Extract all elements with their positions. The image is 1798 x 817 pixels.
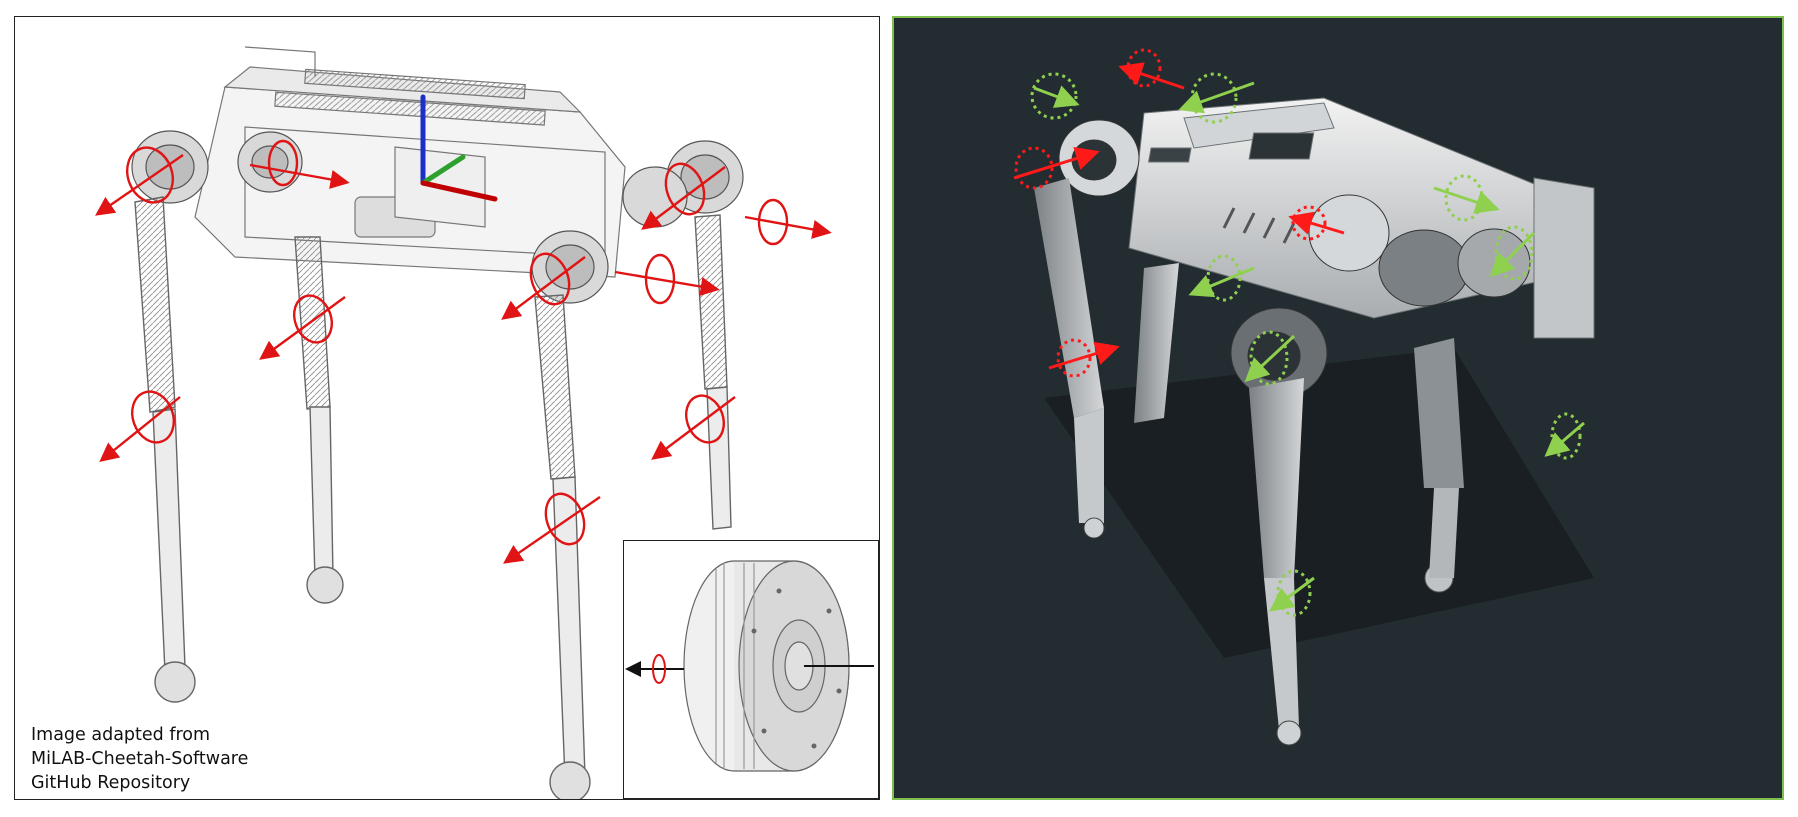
robot-body <box>194 46 626 278</box>
left-joint-axes <box>95 139 832 564</box>
axis-rear-right-knee <box>651 394 736 460</box>
axis-rear-left-hip <box>249 139 350 189</box>
red-axis-rear-left-hip <box>1118 48 1185 90</box>
floor-shadow <box>1044 348 1594 658</box>
green-axis-front-right-knee <box>1269 569 1315 617</box>
right-green-joint-axes <box>1030 72 1585 617</box>
red-axis-front-left-knee <box>1048 338 1120 378</box>
motor-inset <box>623 540 879 799</box>
axis-front-left-hip <box>95 146 184 216</box>
caption-line-3: GitHub Repository <box>31 773 191 793</box>
image-credit-caption: Image adapted from MiLAB-Cheetah-Softwar… <box>31 723 331 795</box>
red-axis-front-left-hip <box>1013 146 1100 190</box>
axis-rear-right-abduction <box>744 198 832 246</box>
axis-rear-right-hip <box>641 162 726 230</box>
left-panel-cad-drawing: Image adapted from MiLAB-Cheetah-Softwar… <box>14 16 880 800</box>
robot-3d-render <box>1013 48 1595 746</box>
right-red-joint-axes <box>1013 48 1345 378</box>
rear-legs <box>1134 263 1464 593</box>
green-axis-rear-right-hip <box>1433 174 1500 222</box>
green-axis-body-top <box>1178 72 1255 124</box>
caption-line-2: MiLAB-Cheetah-Software <box>31 749 249 769</box>
axis-front-right-thigh <box>614 253 720 305</box>
axis-front-right-knee <box>503 492 601 564</box>
green-axis-rear-right-knee <box>1544 412 1585 460</box>
green-axis-rear-left-top <box>1030 72 1080 120</box>
caption-line-1: Image adapted from <box>31 725 211 745</box>
green-axis-rear-right-thigh <box>1489 225 1536 281</box>
robot-line-drawing <box>95 46 832 799</box>
red-axis-mid-body <box>1288 205 1345 241</box>
green-axis-left-thigh <box>1188 254 1255 302</box>
green-axis-front-right-hip <box>1244 330 1296 386</box>
robot-legs <box>134 196 732 799</box>
xyz-frame-icon <box>420 94 498 202</box>
axis-front-left-thigh <box>259 294 346 360</box>
actuator-motor-icon <box>625 560 874 772</box>
axis-front-left-knee <box>99 390 181 463</box>
right-panel-render <box>892 16 1784 800</box>
axis-front-right-hip <box>501 252 586 320</box>
